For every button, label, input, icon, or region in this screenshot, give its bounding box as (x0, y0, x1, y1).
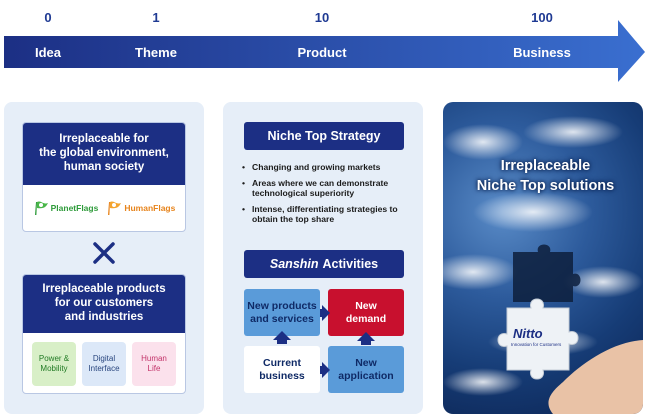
global-society-card: Irreplaceable for the global environment… (22, 122, 186, 232)
customer-products-card-title: Irreplaceable products for our customers… (23, 275, 185, 333)
human-flag-icon (108, 201, 122, 215)
step-number-100: 100 (531, 10, 553, 25)
phase-theme: Theme (135, 45, 177, 60)
arrow-up-icon (273, 331, 291, 344)
multiply-icon (93, 242, 115, 264)
phase-business: Business (513, 45, 571, 60)
headline: Irreplaceable Niche Top solutions (476, 158, 615, 194)
sanshin-activities-title: Sanshin Activities (244, 250, 404, 278)
nitto-logo: Nitto (513, 326, 543, 341)
planetflags-logo: PlanetFlags (33, 200, 98, 216)
phase-product: Product (297, 45, 347, 60)
society-products-panel: Irreplaceable for the global environment… (4, 102, 204, 414)
nitto-tagline: Innovation for Customers (511, 342, 562, 347)
flow-arrows (273, 305, 375, 378)
global-society-card-title: Irreplaceable for the global environment… (23, 123, 185, 185)
field-power-mobility: Power &Mobility (32, 342, 76, 386)
phase-idea: Idea (34, 45, 62, 60)
timeline-arrow (4, 20, 645, 82)
planet-flag-icon (34, 201, 48, 215)
niche-top-strategy-title: Niche Top Strategy (244, 122, 404, 150)
flags-row: PlanetFlags HumanFlags (23, 185, 185, 231)
step-number-1: 1 (152, 10, 160, 25)
solutions-panel: Irreplaceable Niche Top solutions Nitto … (443, 102, 643, 414)
step-number-0: 0 (44, 10, 52, 25)
timeline-numbers: 0 1 10 100 (0, 0, 648, 30)
strategy-panel: Niche Top Strategy Changing and growing … (223, 102, 423, 414)
bullet-item: Intense, differentiating strategies to o… (241, 204, 421, 225)
arrow-up-icon (357, 332, 375, 345)
humanflags-logo: HumanFlags (106, 200, 175, 216)
bullet-item: Changing and growing markets (241, 162, 421, 173)
step-number-10: 10 (314, 10, 330, 25)
arrow-right-icon (320, 362, 330, 378)
arrow-right-icon (320, 305, 330, 321)
bullet-item: Areas where we can demonstrate technolog… (241, 178, 421, 199)
earth-puzzle-illustration (443, 116, 643, 414)
customer-products-card: Irreplaceable products for our customers… (22, 274, 186, 394)
strategy-bullets: Changing and growing markets Areas where… (241, 162, 421, 230)
